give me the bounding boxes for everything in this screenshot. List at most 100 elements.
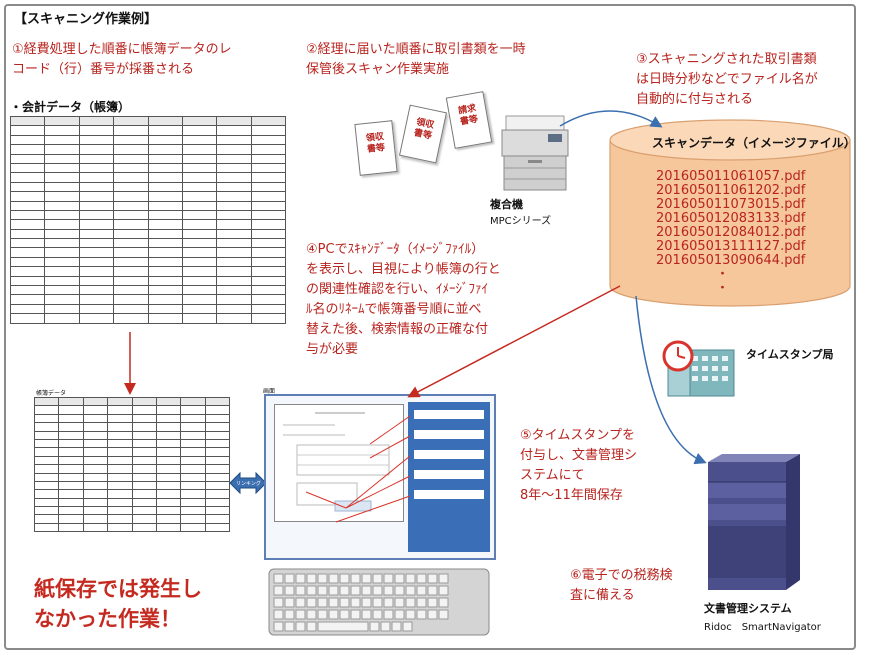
ledger-row: [9, 266, 287, 277]
keyboard-key: [317, 585, 328, 596]
arrow-mfp-to-scan: [559, 110, 663, 128]
step2-note: ②経理に届いた順番に取引書類を一時 保管後スキャン作業実施: [306, 42, 526, 77]
index-field[interactable]: [414, 430, 484, 439]
ledger-cell: [250, 313, 287, 324]
keyboard-key: [438, 573, 449, 584]
keyboard-key: [405, 573, 416, 584]
ledger-table: [9, 115, 287, 324]
keyboard-key: [295, 585, 306, 596]
keyboard-key: [416, 597, 427, 608]
keyboard-key: [427, 609, 438, 620]
keyboard-key: [328, 609, 339, 620]
document-lines-icon: [283, 412, 390, 512]
scan-file: 201605013090644.pdf: [656, 253, 806, 268]
keyboard-key: [361, 573, 372, 584]
keyboard-key: [361, 585, 372, 596]
keyboard-key: [306, 573, 317, 584]
diagram-frame: [4, 4, 856, 650]
server-icon: [708, 454, 800, 590]
keyboard-key: [317, 609, 328, 620]
keyboard-key: [306, 609, 317, 620]
keyboard-key: [427, 585, 438, 596]
keyboard-key: [394, 573, 405, 584]
keyboard-key: [339, 585, 350, 596]
keyboard-key: [394, 585, 405, 596]
keyboard-key: [295, 573, 306, 584]
keyboard-key: [295, 621, 306, 632]
linking-label: リンキング: [236, 481, 261, 487]
keyboard-key: [416, 573, 427, 584]
keyboard-key: [317, 573, 328, 584]
keyboard-icon: [268, 568, 490, 636]
keyboard-key: [273, 621, 284, 632]
keyboard-key: [350, 609, 361, 620]
keyboard-key: [394, 597, 405, 608]
screen-mapping-arrows: [305, 415, 411, 523]
keyboard-key: [284, 597, 295, 608]
dms-product: Ridoc SmartNavigator: [704, 622, 821, 633]
scan-file-ellipsis: ・: [716, 281, 730, 296]
index-field[interactable]: [414, 450, 484, 459]
keyboard-key: [372, 573, 383, 584]
keyboard-key: [383, 597, 394, 608]
ledger-row: [9, 162, 287, 174]
ledger-row: [9, 313, 287, 324]
keyboard-key: [273, 597, 284, 608]
keyboard-key: [372, 597, 383, 608]
step1-note: ①経費処理した順番に帳簿データのレ コード（行）番号が採番される: [12, 42, 232, 77]
scan-file: 201605012083133.pdf: [656, 211, 806, 226]
small-ledger-table: [33, 396, 231, 533]
scan-file: 201605011073015.pdf: [656, 197, 806, 212]
keyboard-key: [361, 597, 372, 608]
index-field[interactable]: [414, 470, 484, 479]
small-ledger-heading: 帳簿データ: [36, 390, 67, 397]
keyboard-key: [306, 621, 317, 632]
keyboard-key: [380, 621, 391, 632]
keyboard-key: [383, 585, 394, 596]
keyboard-key: [372, 585, 383, 596]
ledger-row: [9, 125, 287, 136]
scan-data-cylinder: [609, 119, 851, 307]
screen-document-image: [274, 404, 404, 522]
mfp-label: 複合機 MPCシリーズ: [490, 196, 590, 227]
keyboard-key: [383, 573, 394, 584]
ledger-cell: [204, 522, 231, 533]
keyboard-key: [383, 609, 394, 620]
keyboard-key: [427, 573, 438, 584]
keyboard-key: [416, 585, 427, 596]
keyboard-key: [427, 597, 438, 608]
timestamp-authority-label: タイムスタンプ局: [746, 348, 834, 361]
mfp-icon: [501, 115, 569, 191]
ledger-row: [33, 438, 231, 449]
keyboard-key: [306, 597, 317, 608]
keyboard-key: [295, 609, 306, 620]
ledger-heading: ・会計データ（帳簿）: [10, 100, 131, 114]
dms-label: 文書管理システム: [704, 602, 792, 615]
step4-note: ④PCでｽｷｬﾝﾃﾞｰﾀ（ｲﾒｰｼﾞﾌｧｲﾙ） を表示し、目視により帳簿の行と …: [306, 242, 501, 357]
scan-file: 201605012084012.pdf: [656, 225, 806, 240]
keyboard-key: [438, 609, 449, 620]
index-field[interactable]: [414, 410, 484, 419]
keyboard-key: [273, 609, 284, 620]
step5-note: ⑤タイムスタンプを 付与し、文書管理シ ステムにて 8年～11年間保存: [520, 428, 638, 503]
keyboard-key: [339, 609, 350, 620]
keyboard-key: [284, 573, 295, 584]
keyboard-key: [273, 585, 284, 596]
keyboard-key: [438, 597, 449, 608]
keyboard-key: [328, 585, 339, 596]
scan-file: 201605011061202.pdf: [656, 183, 806, 198]
keyboard-key: [361, 609, 372, 620]
keyboard-key: [372, 609, 383, 620]
keyboard-key: [306, 585, 317, 596]
index-field[interactable]: [414, 490, 484, 499]
screen-label: 画面: [263, 388, 276, 395]
keyboard-key: [391, 621, 402, 632]
keyboard-key: [284, 621, 295, 632]
ledger-row: [33, 506, 231, 516]
scan-file-ellipsis: ・: [716, 267, 730, 282]
scan-file: 201605011061057.pdf: [656, 169, 806, 184]
arrow-scan-to-server: [635, 295, 707, 465]
mfp-name: 複合機: [490, 198, 523, 211]
